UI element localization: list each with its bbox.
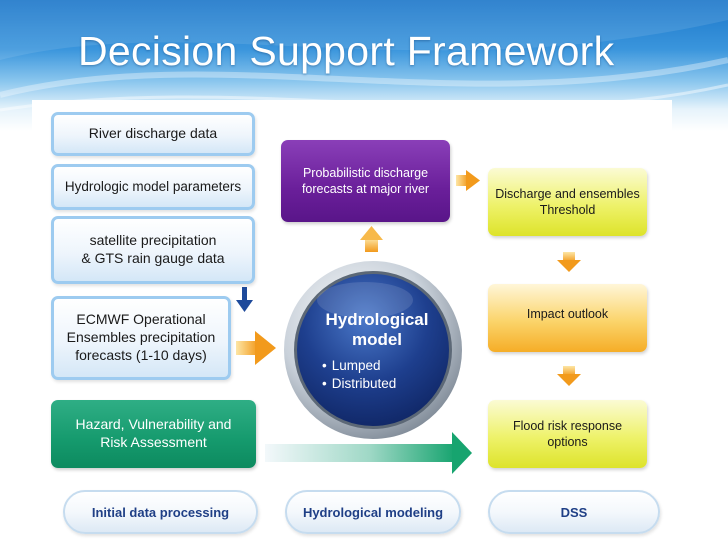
blue-down-arrow	[236, 287, 253, 312]
ecmwf-to-model-arrow	[236, 331, 276, 365]
model-type-lumped: Lumped	[322, 357, 442, 375]
impact-outlook-box: Impact outlook	[488, 284, 647, 352]
slide-title: Decision Support Framework	[78, 28, 615, 74]
model-to-forecast-arrow	[360, 226, 383, 252]
threshold-box: Discharge and ensembles Threshold	[488, 168, 647, 236]
input-satellite-precipitation: satellite precipitation & GTS rain gauge…	[51, 216, 255, 284]
hazard-assessment-box: Hazard, Vulnerability and Risk Assessmen…	[51, 400, 256, 468]
input-hydrologic-parameters: Hydrologic model parameters	[51, 164, 255, 210]
model-title: Hydrological model	[325, 310, 429, 350]
input-ecmwf-forecasts: ECMWF Operational Ensembles precipitatio…	[51, 296, 231, 380]
model-label: Hydrological model Lumped Distributed	[312, 310, 442, 393]
threshold-to-impact-arrow	[557, 252, 581, 272]
model-type-distributed: Distributed	[322, 375, 442, 393]
stage-initial-data-processing: Initial data processing	[63, 490, 258, 534]
forecast-to-threshold-arrow	[456, 170, 480, 191]
flood-response-box: Flood risk response options	[488, 400, 647, 468]
hazard-to-dss-arrow	[265, 432, 472, 474]
probabilistic-forecast-box: Probabilistic discharge forecasts at maj…	[281, 140, 450, 222]
stage-dss: DSS	[488, 490, 660, 534]
model-types: Lumped Distributed	[322, 357, 442, 393]
impact-to-response-arrow	[557, 366, 581, 386]
stage-hydrological-modeling: Hydrological modeling	[285, 490, 461, 534]
input-river-discharge: River discharge data	[51, 112, 255, 156]
